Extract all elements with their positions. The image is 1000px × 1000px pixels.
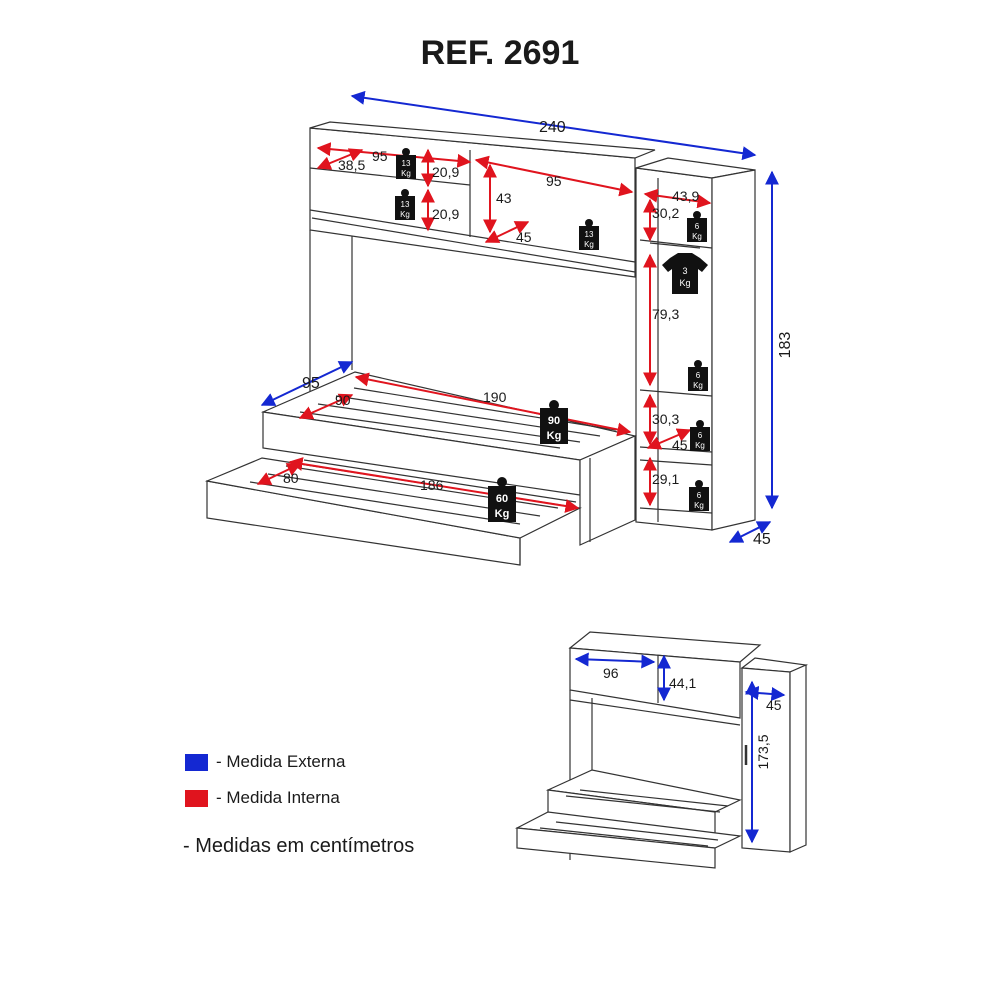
svg-text:Kg: Kg [679,278,690,288]
svg-text:Kg: Kg [495,508,510,520]
external-dimensions [260,90,779,543]
dim-top-left-depth-label: 38,5 [338,157,365,173]
svg-text:Kg: Kg [694,501,704,510]
svg-text:Kg: Kg [401,169,411,178]
units-note: - Medidas em centímetros [183,835,415,857]
svg-text:60: 60 [496,493,508,505]
svg-text:3: 3 [682,266,687,276]
page-title: REF. 2691 [420,34,580,72]
dim-tower-bottom-height-label: 29,1 [652,471,679,487]
closed-view-dimensions [574,652,786,844]
external-dimension-labels: 240 183 45 95 [302,119,794,548]
dim-bed-length-label: 190 [483,389,507,405]
svg-text:6: 6 [696,371,701,380]
svg-text:90: 90 [548,415,560,427]
dim-top-left-upper-height-label: 20,9 [432,164,459,180]
dim-tower-hanging-height-label: 79,3 [652,306,679,322]
svg-text:Kg: Kg [547,430,562,442]
svg-text:6: 6 [697,491,702,500]
legend-internal-label: - Medida Interna [216,788,340,807]
svg-text:Kg: Kg [400,210,410,219]
svg-text:13: 13 [402,159,411,168]
svg-text:6: 6 [698,431,703,440]
dim-tower-width-label: 43,9 [672,188,699,204]
legend-external: - Medida Externa [185,752,345,772]
legend-external-label: - Medida Externa [216,752,346,771]
svg-text:13: 13 [401,200,410,209]
dim-tower-mid-depth-label: 45 [672,437,688,453]
internal-dimension-labels: 95 38,5 20,9 20,9 95 43 45 43,9 30,2 79,… [283,148,699,493]
dim-tower-top-height-label: 30,2 [652,205,679,221]
svg-text:6: 6 [695,222,700,231]
weight-tag-tower-shelf-2-icon: 6 Kg [690,420,710,451]
dim-bed-depth-label: 95 [302,375,320,392]
weight-tag-top-right-icon: 13 Kg [579,219,599,250]
weight-tag-top-left-lower-icon: 13 Kg [395,189,415,220]
dim-tower-mid-height-label: 30,3 [652,411,679,427]
dim-trundle-length-label: 186 [420,477,444,493]
dim-closed-tower-height-label: 173,5 [755,734,771,769]
weight-tags: 13 Kg 13 Kg 13 Kg 6 Kg 3 Kg 6 [395,148,710,522]
legend-internal: - Medida Interna [185,788,340,808]
dim-top-left-lower-height-label: 20,9 [432,206,459,222]
svg-text:Kg: Kg [584,240,594,249]
legend-internal-swatch [185,789,208,807]
internal-dimensions [256,142,712,513]
dim-height-label: 183 [777,332,794,359]
weight-tag-tower-top-icon: 6 Kg [687,211,707,242]
shirt-hanger-weight-icon: 3 Kg [662,253,708,294]
dim-trundle-width-label: 80 [283,470,299,486]
svg-text:13: 13 [585,230,594,239]
svg-text:Kg: Kg [695,441,705,450]
dim-top-left-width-label: 95 [372,148,388,164]
dim-door-width-label: 96 [603,665,619,681]
dim-door-height-label: 44,1 [669,675,696,691]
weight-tag-tower-shelf-3-icon: 6 Kg [689,480,709,511]
svg-text:Kg: Kg [693,381,703,390]
svg-text:Kg: Kg [692,232,702,241]
dim-width-label: 240 [539,119,566,136]
dim-closed-tower-depth-label: 45 [766,697,782,713]
weight-tag-top-left-upper-icon: 13 Kg [396,148,416,179]
dim-top-right-height-label: 43 [496,190,512,206]
dim-tower-depth-label: 45 [753,531,771,548]
dim-top-right-depth-label: 45 [516,229,532,245]
weight-tag-trundle-icon: 60 Kg [488,477,516,522]
dim-bed-width-label: 90 [335,392,351,408]
legend-external-swatch [185,753,208,771]
weight-tag-bed-icon: 90 Kg [540,400,568,444]
weight-tag-tower-shelf-1-icon: 6 Kg [688,360,708,391]
closed-view-dimension-labels: 96 44,1 45 173,5 [603,665,782,770]
dim-top-right-width-label: 95 [546,173,562,189]
